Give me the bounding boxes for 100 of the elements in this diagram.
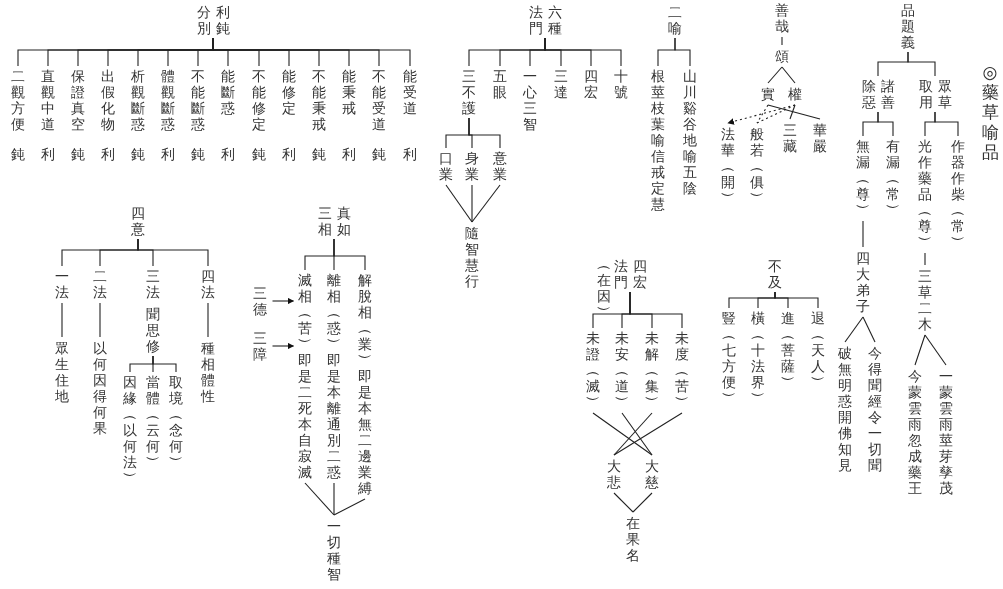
term-label: 善哉 (772, 2, 792, 34)
connector-line (613, 412, 653, 456)
term-label: 無漏（尊） (853, 138, 873, 218)
note-label: （在因） (595, 256, 613, 320)
term-label: 眾生住地 (52, 340, 72, 404)
term-label: 體觀斷惑 (158, 68, 178, 132)
term-label: 華嚴 (810, 122, 830, 154)
term-label: 二觀方便 (8, 68, 28, 132)
connector-line (468, 37, 546, 67)
term-label: 保證真空 (68, 68, 88, 132)
term-label: 權 (785, 86, 805, 102)
term-label: 意業 (490, 150, 510, 182)
connector-line (728, 291, 776, 309)
term-label: 不及 (765, 258, 785, 290)
rating-label: 鈍 (371, 146, 387, 162)
term-label: 聞思修 (143, 306, 163, 354)
rating-label: 鈍 (311, 146, 327, 162)
term-label: 未度（苦） (672, 330, 692, 410)
connector-line (61, 238, 139, 267)
term-label: 不能修定 (249, 68, 269, 132)
connector-line (592, 291, 631, 329)
connector-line (781, 66, 796, 84)
rating-label: 利 (341, 146, 357, 162)
connector-line (781, 36, 783, 46)
rating-label: 利 (160, 146, 176, 162)
term-label: 未解（集） (642, 330, 662, 410)
connector-line (304, 482, 335, 516)
term-label: 不能秉戒 (309, 68, 329, 132)
connector-line (99, 302, 101, 338)
arrow (271, 342, 295, 350)
term-label: 六種法門 (526, 4, 564, 36)
term-label: 大慈 (642, 458, 662, 490)
term-label: 四意 (128, 205, 148, 237)
term-label: 種相體性 (198, 340, 218, 404)
term-label: 二喻 (665, 4, 685, 36)
term-label: 離相（惑）即是本離通別二惑 (324, 272, 344, 480)
term-label: 三德 (250, 285, 270, 317)
term-label: 作器作柴（常） (948, 138, 968, 250)
term-label: 退（天人） (808, 310, 828, 390)
connector-line (333, 482, 335, 516)
term-label: 在果名 (623, 515, 643, 563)
connector-line (207, 302, 209, 338)
term-label: 直觀中道 (38, 68, 58, 132)
term-label: 根莖枝葉喻信戒定慧 (648, 68, 668, 212)
connector-line (767, 104, 821, 120)
term-label: 今得聞經令一切聞 (865, 345, 885, 473)
term-label: 有漏（常） (883, 138, 903, 218)
term-label: 一切種智 (324, 518, 344, 582)
rating-label: 鈍 (190, 146, 206, 162)
term-label: 破無明惑開佛知見 (835, 345, 855, 473)
term-label: 能受道 (400, 68, 420, 116)
term-label: 不能受道 (369, 68, 389, 132)
connector-line (862, 111, 879, 137)
connector-line (445, 117, 470, 149)
term-label: 法華（開） (718, 126, 738, 206)
connector-line (924, 334, 947, 366)
rating-label: 利 (281, 146, 297, 162)
term-label: 眾草取用 (916, 78, 954, 110)
term-label: 橫（十法界） (748, 310, 768, 406)
term-label: 能秉戒 (339, 68, 359, 116)
term-label: 析觀斷惑 (128, 68, 148, 132)
term-label: 實 (758, 86, 778, 102)
connector-line (844, 316, 864, 343)
term-label: 未證（滅） (583, 330, 603, 410)
term-label: 未安（道） (612, 330, 632, 410)
connector-line (877, 51, 909, 77)
connector-line (621, 412, 653, 456)
term-label: 出假化物 (98, 68, 118, 132)
term-label: 滅相（苦）即是二死本自寂滅 (295, 272, 315, 480)
term-label: 利鈍分別 (194, 4, 232, 36)
connector-line (862, 316, 876, 343)
term-label: 進（菩薩） (778, 310, 798, 390)
rating-label: 利 (220, 146, 236, 162)
connector-line (471, 184, 501, 223)
term-label: 三草二木 (915, 268, 935, 332)
term-label: 隨智慧行 (462, 225, 482, 289)
term-label: 能修定 (279, 68, 299, 116)
connector-line (632, 492, 653, 513)
connector-line (767, 66, 783, 84)
connector-line (862, 220, 864, 248)
connector-line (613, 492, 634, 513)
term-label: 一蒙雲雨莖芽孳茂 (936, 368, 956, 496)
connector-line (129, 355, 154, 373)
connector-line (924, 252, 926, 266)
rating-label: 鈍 (251, 146, 267, 162)
term-label: 解脫相（業）即是本無二邊業縛 (355, 272, 375, 496)
connector-line (333, 498, 366, 516)
connector-line (924, 111, 936, 137)
term-label: 三障 (250, 330, 270, 362)
term-label: 品題義 (898, 2, 918, 50)
term-label: 三不護 (459, 68, 479, 116)
term-label: 不能斷惑 (188, 68, 208, 132)
rating-label: 利 (40, 146, 56, 162)
term-label: 口業 (436, 150, 456, 182)
connector-line (914, 334, 926, 366)
term-label: 取境（念何） (166, 374, 186, 470)
rating-label: 鈍 (10, 146, 26, 162)
term-label: 大悲 (604, 458, 624, 490)
rating-label: 利 (100, 146, 116, 162)
term-label: 四宏法門 (611, 258, 649, 290)
